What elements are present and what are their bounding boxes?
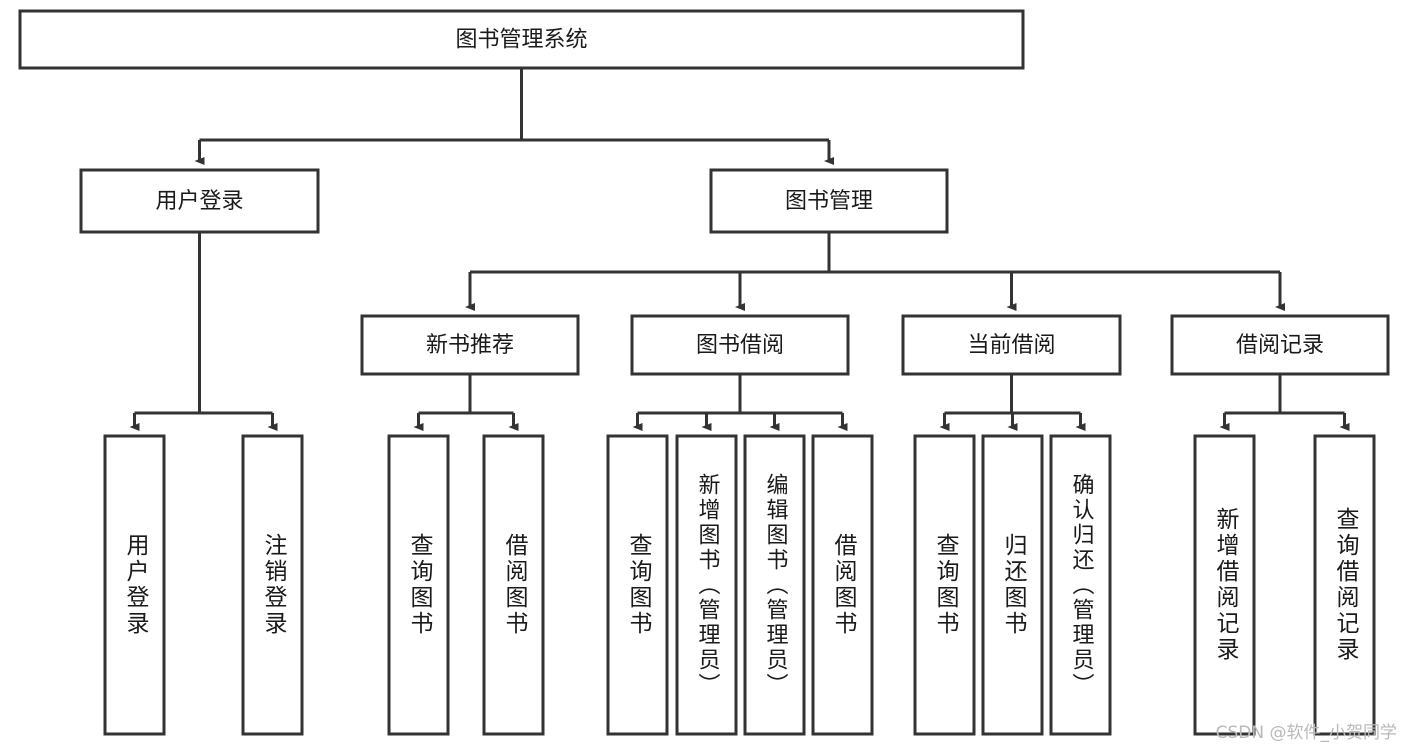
leaf-node-3-借阅图书[interactable] [482, 434, 545, 736]
level3-box [901, 314, 1122, 376]
connector-layer [129, 68, 1350, 431]
leaf-box [387, 434, 450, 736]
leaf-box [1193, 434, 1256, 736]
level3-box [360, 314, 580, 376]
root-label: 图书管理系统 [455, 28, 587, 53]
leaf-box [482, 434, 545, 736]
leaf-node-9-归还图书[interactable] [981, 434, 1044, 736]
level2-node-图书管理[interactable]: 图书管理 [709, 168, 949, 234]
leaf-node-6-编辑图书管理员[interactable] [743, 434, 806, 736]
leaf-node-7-借阅图书[interactable] [811, 434, 874, 736]
level3-node-当前借阅[interactable]: 当前借阅 [901, 314, 1122, 376]
level3-label: 新书推荐 [426, 333, 514, 358]
leaf-node-4-查询图书[interactable] [606, 434, 669, 736]
level2-node-用户登录[interactable]: 用户登录 [79, 168, 320, 234]
leaf-box [1313, 434, 1376, 736]
watermark: CSDN @软件_小贺同学 [1215, 723, 1397, 743]
leaf-node-5-新增图书管理员[interactable] [675, 434, 738, 736]
leaf-node-11-新增借阅记录[interactable] [1193, 434, 1256, 736]
level3-node-图书借阅[interactable]: 图书借阅 [630, 314, 850, 376]
leaf-box [981, 434, 1044, 736]
level2-label: 用户登录 [155, 189, 243, 214]
level3-label: 借阅记录 [1236, 333, 1324, 358]
level2-box [79, 168, 320, 234]
leaf-node-10-确认归还管理员[interactable] [1049, 434, 1112, 736]
leaf-box [241, 434, 304, 736]
root-node-图书管理系统[interactable]: 图书管理系统 [18, 9, 1025, 70]
leaf-box [103, 434, 166, 736]
level2-label: 图书管理 [785, 189, 873, 214]
level3-box [1170, 314, 1390, 376]
leaf-node-8-查询图书[interactable] [913, 434, 976, 736]
level3-node-借阅记录[interactable]: 借阅记录 [1170, 314, 1390, 376]
root-box [18, 9, 1025, 70]
leaf-box [743, 434, 806, 736]
leaf-box [675, 434, 738, 736]
level3-label: 图书借阅 [696, 333, 784, 358]
level3-label: 当前借阅 [967, 333, 1055, 358]
leaf-node-0-用户登录[interactable] [103, 434, 166, 736]
leaf-node-12-查询借阅记录[interactable] [1313, 434, 1376, 736]
level3-box [630, 314, 850, 376]
leaf-node-2-查询图书[interactable] [387, 434, 450, 736]
leaf-box [811, 434, 874, 736]
level2-box [709, 168, 949, 234]
leaf-box [606, 434, 669, 736]
level3-node-新书推荐[interactable]: 新书推荐 [360, 314, 580, 376]
leaf-node-1-注销登录[interactable] [241, 434, 304, 736]
leaf-box [1049, 434, 1112, 736]
leaf-box [913, 434, 976, 736]
